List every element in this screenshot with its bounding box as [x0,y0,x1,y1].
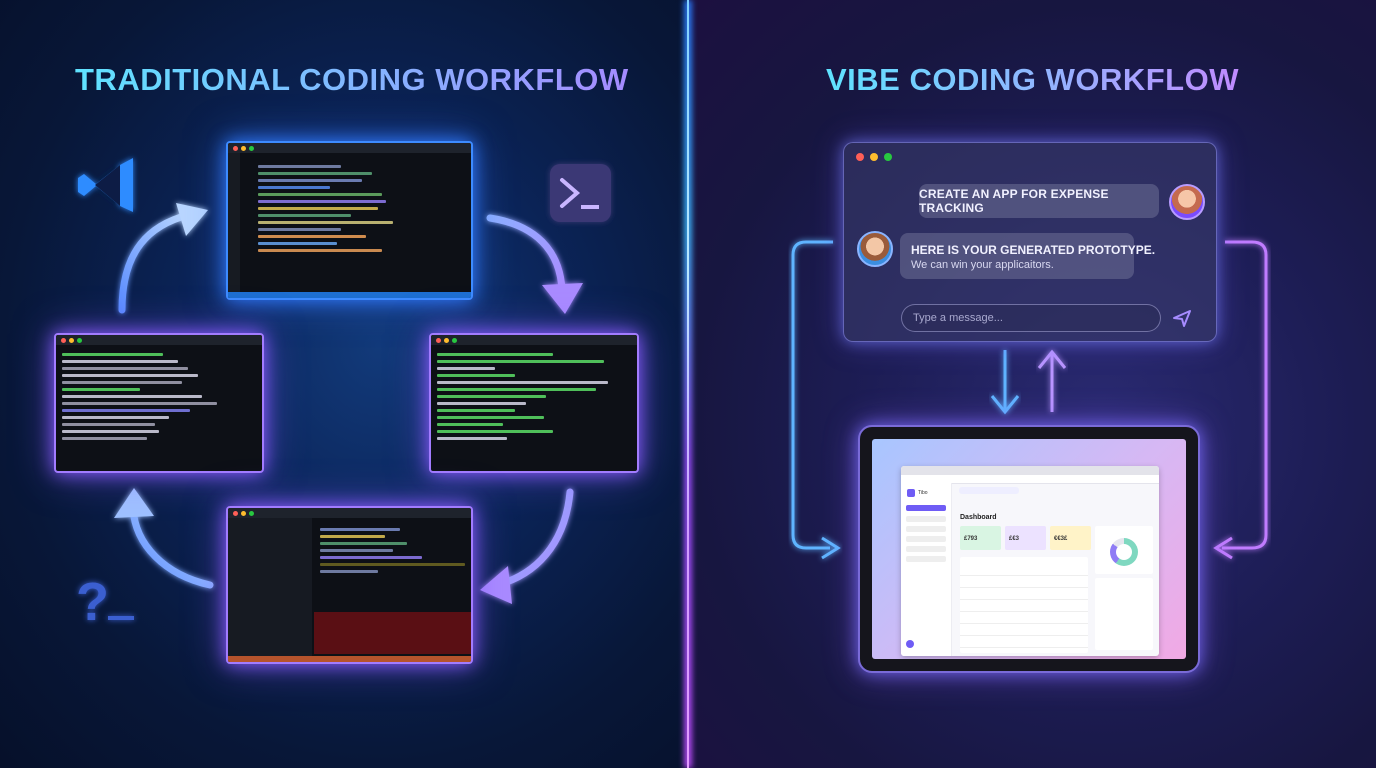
assistant-message-bubble: HERE IS YOUR GENERATED PROTOTYPE. We can… [900,233,1155,279]
table-row [960,641,1088,648]
stat-card: £€3 [1005,526,1046,550]
traditional-workflow-title: TRADITIONAL CODING WORKFLOW [75,62,629,97]
sidebar-item[interactable] [906,546,946,552]
assistant-message-title: HERE IS YOUR GENERATED PROTOTYPE. [911,243,1156,257]
user-message-bubble: CREATE AN APP FOR EXPENSE TRACKING [919,184,1159,218]
sidebar-item[interactable] [906,526,946,532]
sidebar-item-dashboard[interactable] [906,505,946,511]
table-row [960,617,1088,624]
sidebar-item[interactable] [906,516,946,522]
app-brand: Tibo [918,490,928,496]
table-row [960,581,1088,588]
chat-window: CREATE AN APP FOR EXPENSE TRACKING HERE … [843,142,1217,342]
transactions-table [960,557,1088,653]
table-row [960,593,1088,600]
tablet-device: Tibo Dashboard £793 £€3 €€3£ [858,425,1200,673]
user-avatar-small[interactable] [906,640,914,648]
user-avatar [1169,184,1205,220]
prototype-browser: Tibo Dashboard £793 £€3 €€3£ [901,466,1159,656]
sidebar-item[interactable] [906,536,946,542]
send-icon[interactable] [1171,307,1193,329]
recent-activity-panel [1095,578,1153,650]
table-row [960,569,1088,576]
app-logo-icon [907,489,915,497]
assistant-avatar [857,231,893,267]
center-divider [687,0,689,768]
app-sidebar: Tibo [901,483,952,656]
table-row [960,629,1088,636]
terminal-window-left [54,333,264,473]
tablet-screen: Tibo Dashboard £793 £€3 €€3£ [872,439,1186,659]
stat-card: €€3£ [1050,526,1091,550]
donut-card [1095,526,1153,574]
dashboard-title: Dashboard [960,514,997,521]
assistant-message-body: We can win your applicaitors. [911,259,1054,271]
code-editor-window [226,141,473,300]
table-row [960,605,1088,612]
debugger-window [226,506,473,664]
terminal-window-right [429,333,639,473]
stat-card: £793 [960,526,1001,550]
vibe-workflow-title: VIBE CODING WORKFLOW [826,62,1239,97]
sidebar-item[interactable] [906,556,946,562]
search-box[interactable] [959,487,1019,494]
message-input-wrapper [901,304,1161,332]
message-input[interactable] [902,305,1160,331]
